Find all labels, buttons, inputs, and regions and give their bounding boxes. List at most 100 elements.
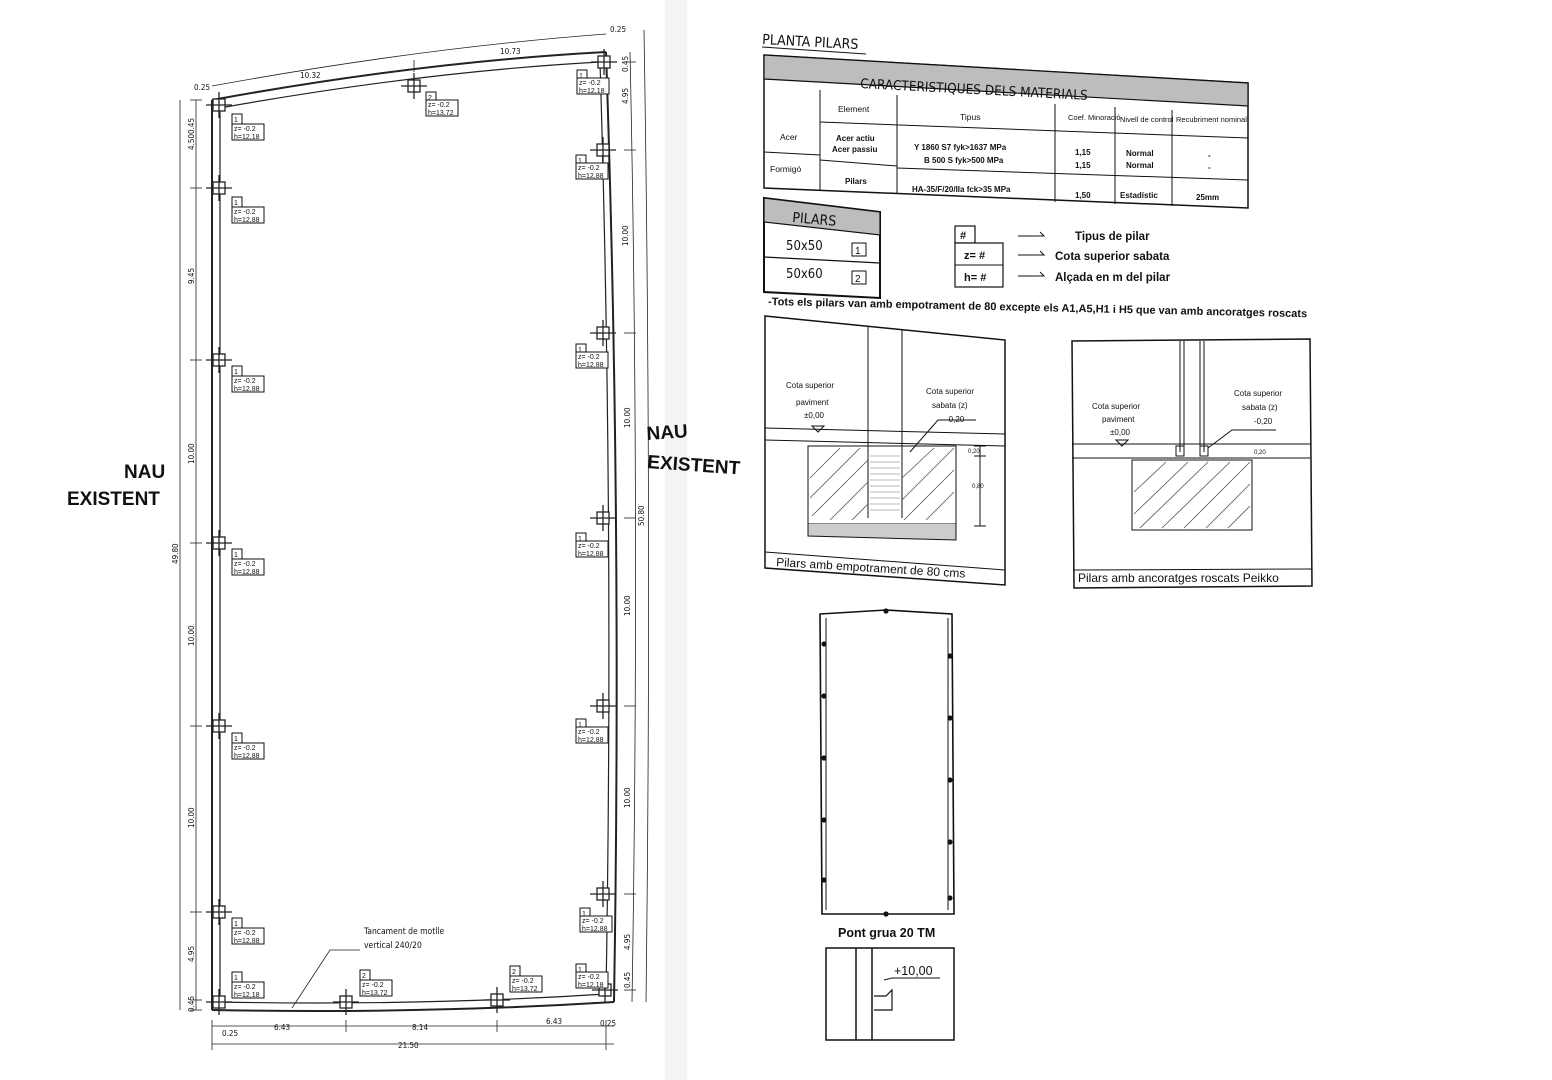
svg-text:h=12,88: h=12,88 xyxy=(234,217,260,224)
svg-text:1: 1 xyxy=(578,158,582,165)
svg-text:Tipus de pilar: Tipus de pilar xyxy=(1075,231,1150,243)
svg-text:h= #: h= # xyxy=(964,272,986,284)
svg-text:PLANTA PILARS: PLANTA PILARS xyxy=(762,32,859,53)
svg-text:z= -0.2: z= -0.2 xyxy=(512,978,534,985)
svg-text:z= -0.2: z= -0.2 xyxy=(362,982,384,989)
column-tags: 1 z= -0.2 h=12,18 1 z= -0.2 h=12,88 1 z=… xyxy=(231,69,613,999)
svg-text:#: # xyxy=(960,230,966,242)
svg-text:2: 2 xyxy=(362,973,366,980)
svg-text:sabata (z): sabata (z) xyxy=(1242,403,1278,412)
svg-text:h=13,72: h=13,72 xyxy=(512,986,538,993)
column-tag: 1 z= -0.2 h=12,88 xyxy=(575,343,609,369)
svg-text:z= -0.2: z= -0.2 xyxy=(234,745,256,752)
svg-text:4.50: 4.50 xyxy=(187,134,196,150)
svg-text:paviment: paviment xyxy=(796,398,829,407)
wall-note: Tancament de motlle vertical 240/20 xyxy=(363,927,444,951)
svg-text:25mm: 25mm xyxy=(1196,193,1219,202)
svg-text:0.25: 0.25 xyxy=(194,83,210,92)
svg-text:h=12,88: h=12,88 xyxy=(234,938,260,945)
svg-text:0.25: 0.25 xyxy=(222,1029,238,1038)
planta-pilars-title: PLANTA PILARS xyxy=(762,32,867,55)
svg-text:h=12,88: h=12,88 xyxy=(578,737,604,744)
svg-text:h=12,88: h=12,88 xyxy=(578,173,604,180)
svg-text:NAU: NAU xyxy=(124,462,165,483)
svg-text:1,50: 1,50 xyxy=(1075,191,1091,200)
column-tag: 1 z= -0.2 h=12,18 xyxy=(231,971,265,999)
svg-text:h=12,88: h=12,88 xyxy=(582,926,608,933)
svg-text:-0,20: -0,20 xyxy=(1254,417,1273,426)
plan-columns xyxy=(206,49,618,1015)
crane-level: +10,00 xyxy=(894,964,933,978)
svg-text:z= -0.2: z= -0.2 xyxy=(428,102,450,109)
column-marker xyxy=(590,320,616,346)
svg-text:Cota superior: Cota superior xyxy=(786,381,834,390)
column-marker xyxy=(206,989,232,1015)
svg-text:Cota superior sabata: Cota superior sabata xyxy=(1055,251,1170,263)
svg-text:10.00: 10.00 xyxy=(623,595,632,616)
svg-text:z= -0.2: z= -0.2 xyxy=(578,543,600,550)
svg-text:PILARS: PILARS xyxy=(792,210,837,230)
svg-text:1: 1 xyxy=(579,73,583,80)
svg-text:Y 1860 S7 fyk>1637 MPa: Y 1860 S7 fyk>1637 MPa xyxy=(914,143,1007,152)
dimension-ticks xyxy=(190,60,636,1050)
svg-text:1: 1 xyxy=(578,347,582,354)
svg-text:Alçada en m del pilar: Alçada en m del pilar xyxy=(1055,272,1171,284)
column-tag: 1 z= -0.2 h=12,88 xyxy=(575,532,609,558)
svg-text:50x60: 50x60 xyxy=(786,267,823,282)
svg-text:vertical 240/20: vertical 240/20 xyxy=(364,941,422,951)
materials-table: CARACTERISTIQUES DELS MATERIALS Element … xyxy=(763,54,1249,209)
svg-text:±0,00: ±0,00 xyxy=(1110,428,1131,437)
svg-text:1: 1 xyxy=(855,246,861,257)
svg-text:1: 1 xyxy=(234,921,238,928)
svg-text:z= -0.2: z= -0.2 xyxy=(579,80,601,87)
svg-text:Normal: Normal xyxy=(1126,161,1154,170)
svg-text:h=13,72: h=13,72 xyxy=(362,990,388,997)
column-tag: 1 z= -0.2 h=12,88 xyxy=(575,718,609,744)
svg-text:10.32: 10.32 xyxy=(300,71,321,80)
svg-text:h=12,88: h=12,88 xyxy=(234,753,260,760)
svg-text:1: 1 xyxy=(234,552,238,559)
svg-text:h=12,18: h=12,18 xyxy=(234,992,260,999)
column-tag: 2 z= -0.2 h=13,72 xyxy=(509,965,543,993)
svg-text:h=12,88: h=12,88 xyxy=(578,362,604,369)
column-marker xyxy=(590,137,616,163)
svg-text:8.14: 8.14 xyxy=(412,1023,428,1032)
svg-text:49.80: 49.80 xyxy=(171,543,180,564)
svg-text:HA-35/F/20/IIa fck>35 MPa: HA-35/F/20/IIa fck>35 MPa xyxy=(912,185,1011,194)
column-tag: 1 z= -0.2 h=12,88 xyxy=(575,154,609,180)
svg-text:10.00: 10.00 xyxy=(621,225,630,246)
svg-text:z= -0.2: z= -0.2 xyxy=(234,126,256,133)
svg-text:0,80: 0,80 xyxy=(972,484,984,490)
svg-text:4.95: 4.95 xyxy=(623,934,632,950)
svg-text:0.45: 0.45 xyxy=(187,996,196,1012)
svg-text:Cota superior: Cota superior xyxy=(1234,389,1282,398)
column-marker xyxy=(206,92,232,118)
column-marker xyxy=(591,49,617,75)
svg-text:EXISTENT: EXISTENT xyxy=(647,452,742,479)
svg-text:Cota superior: Cota superior xyxy=(1092,402,1140,411)
column-tag: 2 z= -0.2 h=13,72 xyxy=(359,969,393,997)
svg-text:z= -0.2: z= -0.2 xyxy=(578,354,600,361)
column-marker xyxy=(401,73,427,99)
svg-text:Element: Element xyxy=(838,104,870,114)
column-tag: 1 z= -0.2 h=12,88 xyxy=(231,548,265,576)
svg-text:Normal: Normal xyxy=(1126,149,1154,158)
column-marker xyxy=(590,693,616,719)
detail-anchored-column: Cota superior paviment ±0,00 Cota superi… xyxy=(1071,338,1313,589)
svg-text:2: 2 xyxy=(512,969,516,976)
svg-text:4.95: 4.95 xyxy=(187,946,196,962)
svg-text:B 500 S fyk>500 MPa: B 500 S fyk>500 MPa xyxy=(924,156,1004,165)
column-tag: 1 z= -0.2 h=12,88 xyxy=(231,196,265,224)
svg-text:Formigó: Formigó xyxy=(770,164,801,174)
svg-text:6.43: 6.43 xyxy=(546,1017,562,1026)
svg-text:paviment: paviment xyxy=(1102,415,1135,424)
svg-text:10.00: 10.00 xyxy=(623,787,632,808)
svg-text:0.45: 0.45 xyxy=(623,972,632,988)
svg-text:Estadístic: Estadístic xyxy=(1120,191,1158,200)
svg-text:-: - xyxy=(1208,163,1211,172)
svg-text:10.00: 10.00 xyxy=(187,625,196,646)
svg-text:10.00: 10.00 xyxy=(187,807,196,828)
column-marker xyxy=(333,989,359,1015)
column-tag: 1 z= -0.2 h=12,18 xyxy=(231,113,265,141)
svg-text:Acer: Acer xyxy=(780,132,798,142)
